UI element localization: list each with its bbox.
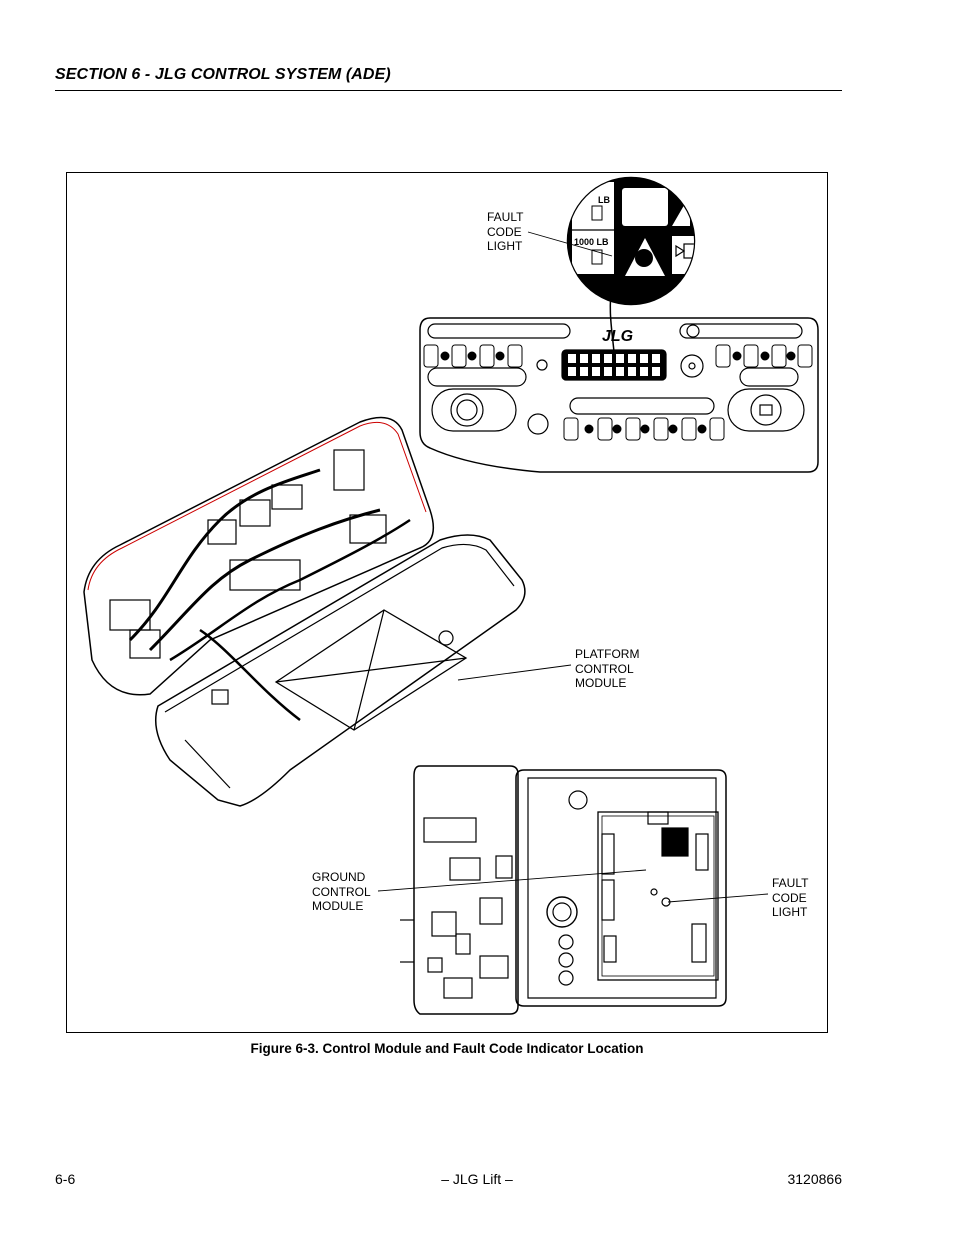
document-number: 3120866 <box>787 1171 842 1187</box>
leader-ground-module <box>377 869 647 892</box>
header-rule <box>55 90 842 91</box>
callout-fault-code-light-top: FAULT CODE LIGHT <box>487 210 524 253</box>
leader-fault-light-bottom <box>667 893 769 903</box>
load-label-lb: LB <box>598 195 610 205</box>
footer-title: – JLG Lift – <box>441 1171 513 1187</box>
ground-control-box <box>400 765 727 1015</box>
fault-light-detail-magnifier: LB 1000 LB <box>566 176 696 306</box>
page-number: 6-6 <box>55 1171 76 1187</box>
figure-frame <box>66 172 828 1033</box>
leader-platform-module <box>457 664 572 681</box>
platform-control-panel: JLG <box>419 317 819 473</box>
load-label-1000lb: 1000 LB <box>574 237 609 247</box>
leader-fault-light-top <box>527 231 613 257</box>
callout-ground-control-module: GROUND CONTROL MODULE <box>312 870 371 913</box>
jlg-logo: JLG <box>602 328 633 345</box>
platform-control-box <box>83 416 526 807</box>
section-header: SECTION 6 - JLG CONTROL SYSTEM (ADE) <box>55 66 391 83</box>
figure-caption: Figure 6-3. Control Module and Fault Cod… <box>250 1041 644 1056</box>
callout-fault-code-light-bottom: FAULT CODE LIGHT <box>772 876 809 919</box>
callout-platform-control-module: PLATFORM CONTROL MODULE <box>575 647 640 690</box>
